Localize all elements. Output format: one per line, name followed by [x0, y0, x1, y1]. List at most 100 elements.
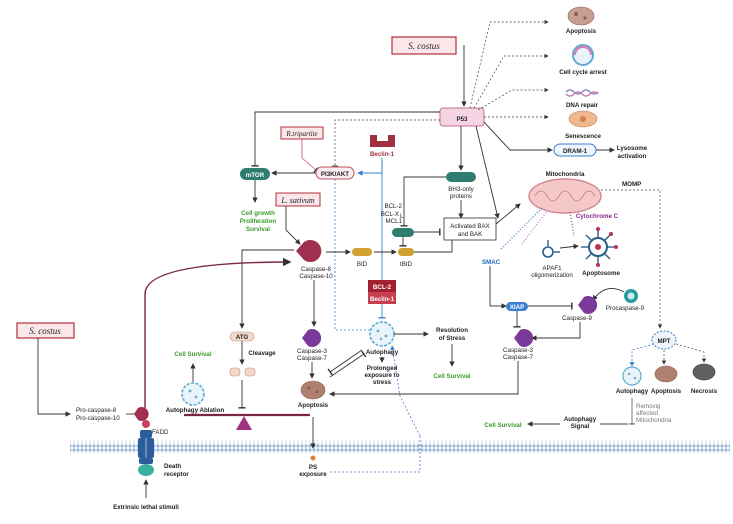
procaspase810-label-1: Pro-caspase-8 — [76, 407, 117, 414]
autophagy-signal-label-2: Signal — [571, 423, 590, 430]
apoptosis-right-label: Apoptosis — [651, 388, 682, 395]
necrosis-label: Necrosis — [691, 388, 718, 395]
beclin1-top-icon — [370, 135, 395, 147]
cell-growth-label: Cell growth — [241, 210, 275, 217]
caspase810-label-2: Caspase-10 — [299, 273, 333, 280]
bid-icon — [352, 248, 372, 256]
death-receptor-label-2: receptor — [164, 471, 189, 478]
removig-label-1: Removig — [636, 403, 661, 410]
caspase9-icon — [578, 296, 598, 314]
caspase810-icon — [296, 240, 322, 262]
bcl-family-label-3: MCL1 — [385, 218, 402, 225]
l-sativum-label: L. sativum — [280, 196, 315, 205]
momp-label: MOMP — [622, 181, 641, 188]
apoptosis-top-icon — [567, 6, 595, 26]
caspase37-mid-label-1: Caspase-3 — [297, 348, 327, 355]
bcl-family-icon — [392, 228, 414, 237]
xiap-label: XIAP — [510, 304, 524, 311]
apoptosis-mid-icon — [300, 380, 326, 400]
tbid-icon — [398, 248, 414, 256]
apoptosis-mid-label: Apoptosis — [298, 402, 329, 409]
s-costus-top-box — [391, 36, 457, 55]
prolonged-label-3: stress — [373, 379, 392, 386]
removig-label-2: affected — [636, 410, 658, 417]
prolonged-label-1: Prolonged — [367, 365, 398, 372]
beclin1-top-label: Beclin-1 — [370, 151, 395, 158]
autophagy-mid-label: Autophagy — [366, 349, 399, 356]
caspase37-right-label-1: Caspase-3 — [503, 347, 533, 354]
autophagy-right-icon — [622, 366, 642, 386]
lysosome-label-2: activation — [618, 153, 647, 160]
fadd-label: FADD — [152, 429, 169, 436]
extrinsic-stimuli-label: Extrinsic lethal stimuli — [113, 504, 179, 511]
procaspase9-label: Procaspase-9 — [606, 305, 645, 312]
caspase810-label-1: Caspase-8 — [301, 266, 331, 273]
mtor-label: mTOR — [246, 172, 265, 179]
caspase9-label: Caspase-9 — [562, 315, 592, 322]
activated-bax-label-1: Activated BAX — [450, 223, 490, 230]
beclin1-mid-label: Beclin-1 — [370, 296, 395, 303]
resolution-label-1: Resolution — [436, 327, 468, 334]
proliferation-label: Proliferation — [240, 218, 277, 225]
autophagy-right-label: Autophagy — [616, 388, 649, 395]
bcl-family-label-1: BCL-2 — [384, 203, 402, 210]
caspase37-right-icon — [514, 329, 534, 347]
apoptosis-top-label: Apoptosis — [566, 28, 597, 35]
pi3k-akt-label: PI3K/AKT — [321, 171, 349, 178]
autophagy-mid-icon — [369, 321, 395, 347]
dna-repair-label: DNA repair — [566, 102, 599, 109]
caspase37-mid-label-2: Caspase-7 — [297, 355, 327, 362]
cleaved-atg-icon — [229, 367, 256, 377]
bcl2-beclin1-mid-icon — [368, 280, 396, 304]
bcl2-mid-label: BCL-2 — [373, 284, 392, 291]
bh3-only-icon — [446, 172, 476, 182]
bh3-only-label-2: proteins — [450, 193, 472, 200]
apoptosome-icon — [581, 227, 618, 267]
apoptosis-right-icon — [654, 365, 678, 383]
s-costus-left-label: S. costus — [29, 326, 61, 336]
resolution-label-2: of Stress — [439, 335, 466, 342]
mpt-label: MPT — [657, 338, 670, 345]
mpt-icon — [651, 330, 677, 350]
ps-icon — [310, 455, 316, 461]
senescence-label: Senescence — [565, 133, 601, 140]
bcl-family-label-2: BCL-X — [381, 211, 399, 218]
cell-membrane — [70, 440, 730, 454]
smac-label: SMAC — [482, 259, 501, 266]
atg-label: ATG — [236, 334, 249, 341]
cleavage-label: Cleavage — [248, 350, 276, 357]
apoptosome-label: Apoptosome — [582, 270, 620, 277]
death-receptor-label-1: Death — [164, 463, 181, 470]
bh3-only-label-1: BH3-only — [448, 186, 474, 193]
cell-survival-mid-label: Cell Survival — [433, 373, 470, 380]
cell-cycle-arrest-label: Cell cycle arrest — [559, 69, 606, 76]
fadd-icon — [142, 420, 150, 428]
cell-survival-left-label: Cell Survival — [174, 351, 211, 358]
procaspase-icon — [134, 407, 149, 421]
mtor-box — [240, 168, 270, 180]
autophagy-ablation-label: Autophagy Ablation — [166, 407, 225, 414]
balance-fulcrum — [236, 416, 252, 430]
cytochrome-c-label: Cytochrome C — [576, 213, 619, 220]
xiap-icon — [506, 302, 528, 311]
caspase37-mid-icon — [302, 329, 322, 347]
mitochondria-icon — [528, 178, 602, 214]
r-tripartite-label: R.tripartite — [285, 130, 317, 138]
p53-label: P53 — [456, 116, 468, 123]
survival-label: Survival — [246, 226, 270, 233]
cell-survival-right-label: Cell Survival — [484, 422, 521, 429]
ps-label-2: exposure — [299, 471, 327, 478]
dna-icon — [565, 89, 599, 95]
activated-bax-box — [443, 217, 497, 241]
necrosis-icon — [692, 363, 716, 381]
activated-bax-label-2: and BAK — [458, 231, 483, 238]
l-sativum-box — [275, 192, 321, 207]
apaf1-label-2: oligomerization — [531, 272, 573, 279]
prolonged-label-2: exposure to — [364, 372, 399, 379]
s-costus-left-box — [16, 322, 75, 339]
s-costus-top-label: S. costus — [408, 41, 440, 51]
death-receptor-icon — [138, 430, 154, 476]
bcl-family-label-sub: L — [400, 213, 404, 220]
